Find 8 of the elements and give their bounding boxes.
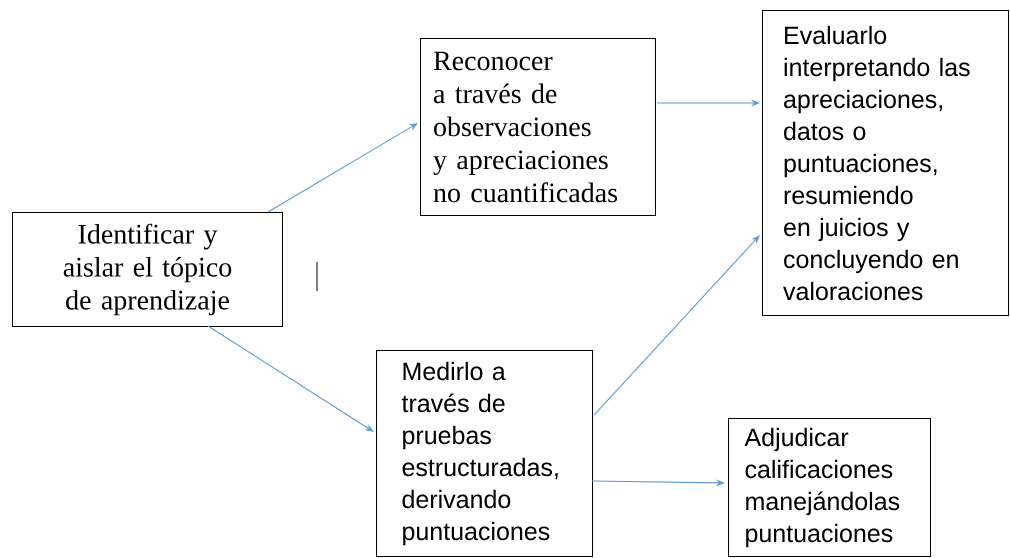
- text-box: Reconocer a través de observaciones y apreciaciones no cuantificadas: [420, 38, 656, 216]
- text-box: Medirlo a través de pruebas estructuradas, derivando puntuaciones: [376, 350, 593, 557]
- text-box: Adjudicar calificaciones manejándolas puntuaciones: [728, 418, 931, 557]
- arrow: [593, 235, 760, 416]
- text-box: Identificar y aislar el tópico de aprendizaje: [12, 212, 283, 327]
- arrow: [267, 123, 418, 213]
- arrow: [207, 325, 374, 432]
- text-box: Evaluarlo interpretando las apreciaciones, datos o puntuaciones, resumiendo en juicios y concluyendo en valoraciones: [762, 10, 1009, 316]
